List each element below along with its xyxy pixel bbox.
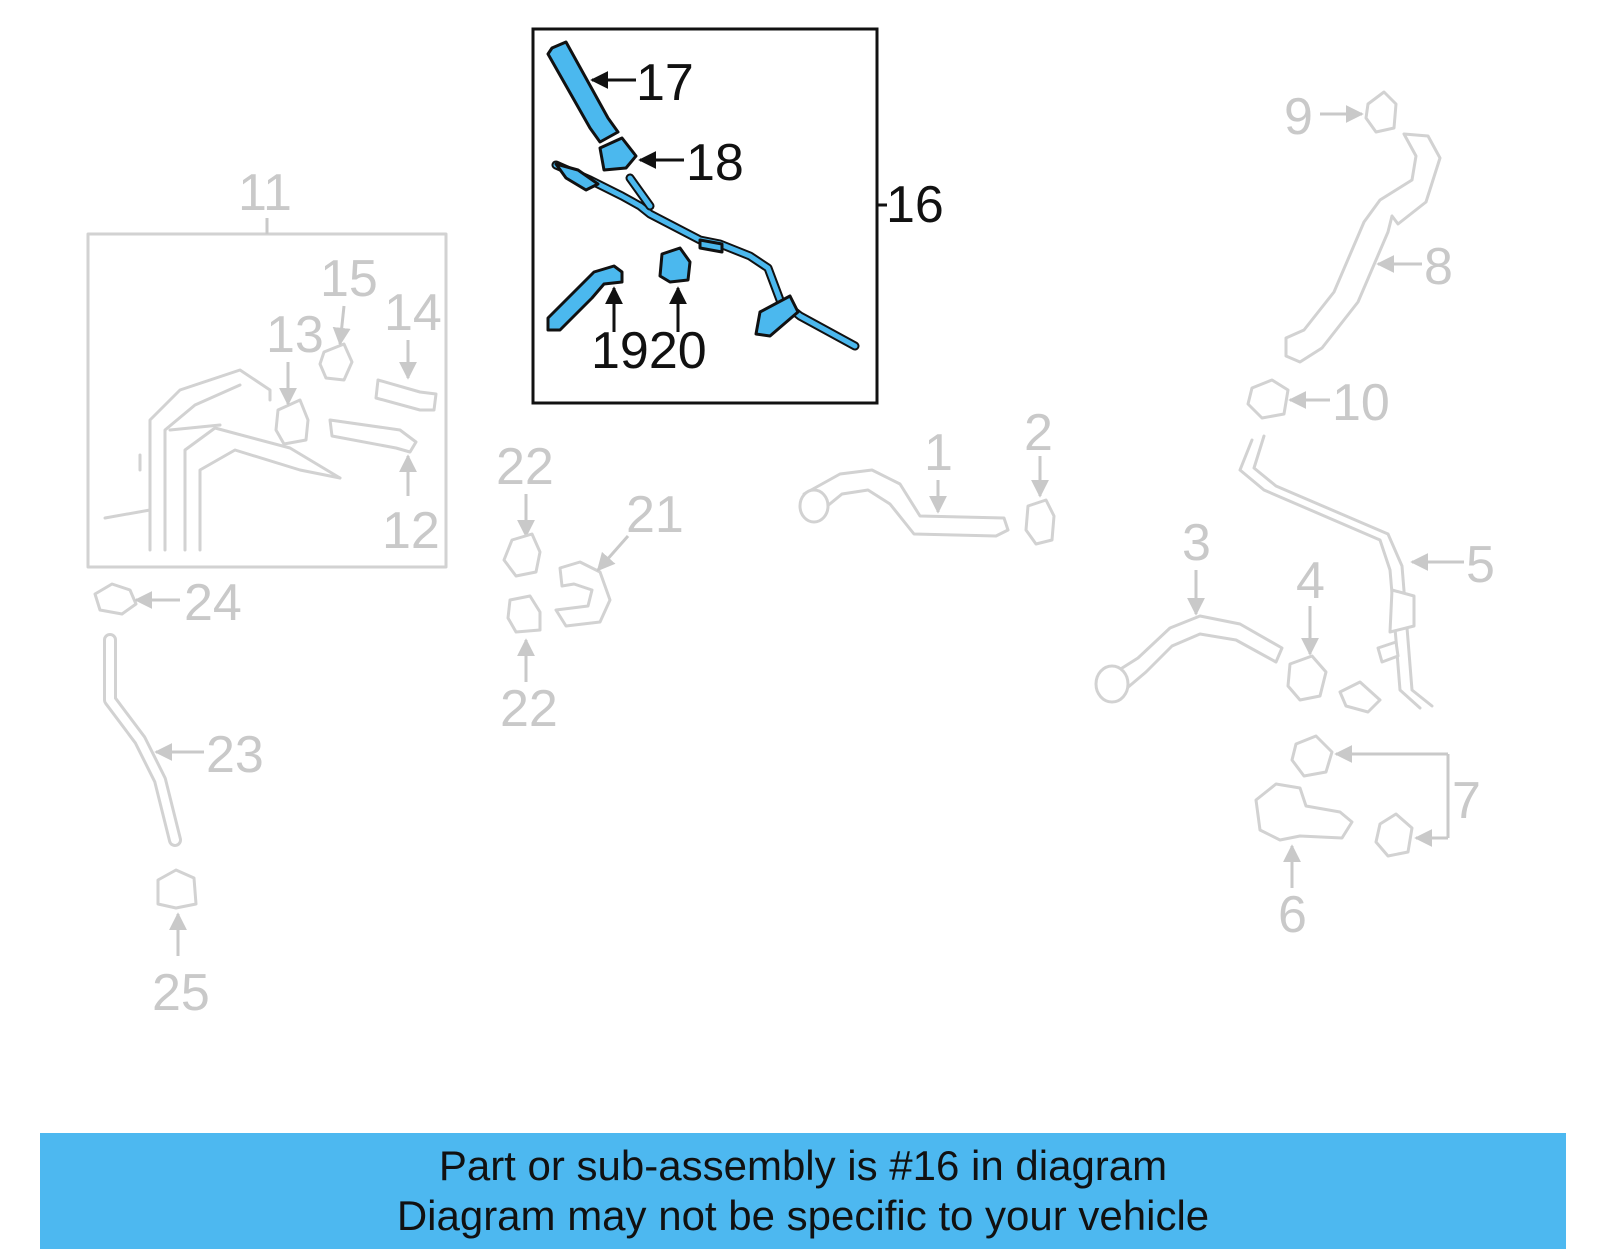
label-13: 13	[266, 306, 324, 364]
label-17: 17	[636, 54, 694, 112]
parts-6-7-group[interactable]: 7 6	[1254, 734, 1481, 944]
label-23: 23	[206, 726, 264, 784]
parts-23-25-group[interactable]: 24 23 25	[93, 574, 264, 1022]
label-25: 25	[152, 964, 210, 1022]
parts-1-2-group[interactable]: 1 2	[798, 404, 1056, 546]
assembly-11-group[interactable]: 11 13 15 14 12	[86, 164, 448, 569]
banner-line-1: Part or sub-assembly is #16 in diagram	[438, 1142, 1168, 1189]
part-20-clamp[interactable]	[658, 246, 692, 284]
label-1: 1	[924, 424, 953, 482]
part-17-hose[interactable]	[546, 40, 620, 144]
label-1920: 1920	[591, 322, 707, 380]
label-21: 21	[626, 486, 684, 544]
label-6: 6	[1278, 886, 1307, 944]
label-22-bottom: 22	[500, 680, 558, 738]
label-2: 2	[1024, 404, 1053, 462]
label-15: 15	[320, 250, 378, 308]
assembly-16-group[interactable]: 17 18 16 1920	[531, 27, 944, 405]
label-12: 12	[382, 502, 440, 560]
banner-line-2: Diagram may not be specific to your vehi…	[396, 1192, 1210, 1239]
label-22-top: 22	[496, 438, 554, 496]
label-7: 7	[1452, 772, 1481, 830]
label-5: 5	[1466, 536, 1495, 594]
label-11: 11	[238, 164, 292, 222]
info-banner: Part or sub-assembly is #16 in diagram D…	[40, 1133, 1566, 1249]
label-24: 24	[184, 574, 242, 632]
label-10: 10	[1332, 374, 1390, 432]
part-18-clamp[interactable]	[598, 136, 638, 172]
parts-5-10-group[interactable]: 9 8 10 5	[1238, 88, 1495, 714]
label-4: 4	[1296, 552, 1325, 610]
part-19-hose[interactable]	[546, 264, 624, 332]
label-16: 16	[886, 176, 944, 234]
label-3: 3	[1182, 514, 1211, 572]
parts-21-22-group[interactable]: 22 22 21	[496, 438, 684, 738]
label-9: 9	[1284, 88, 1313, 146]
label-8: 8	[1424, 238, 1453, 296]
label-18: 18	[686, 134, 744, 192]
parts-3-4-group[interactable]: 3 4	[1094, 514, 1328, 704]
label-14: 14	[384, 284, 442, 342]
